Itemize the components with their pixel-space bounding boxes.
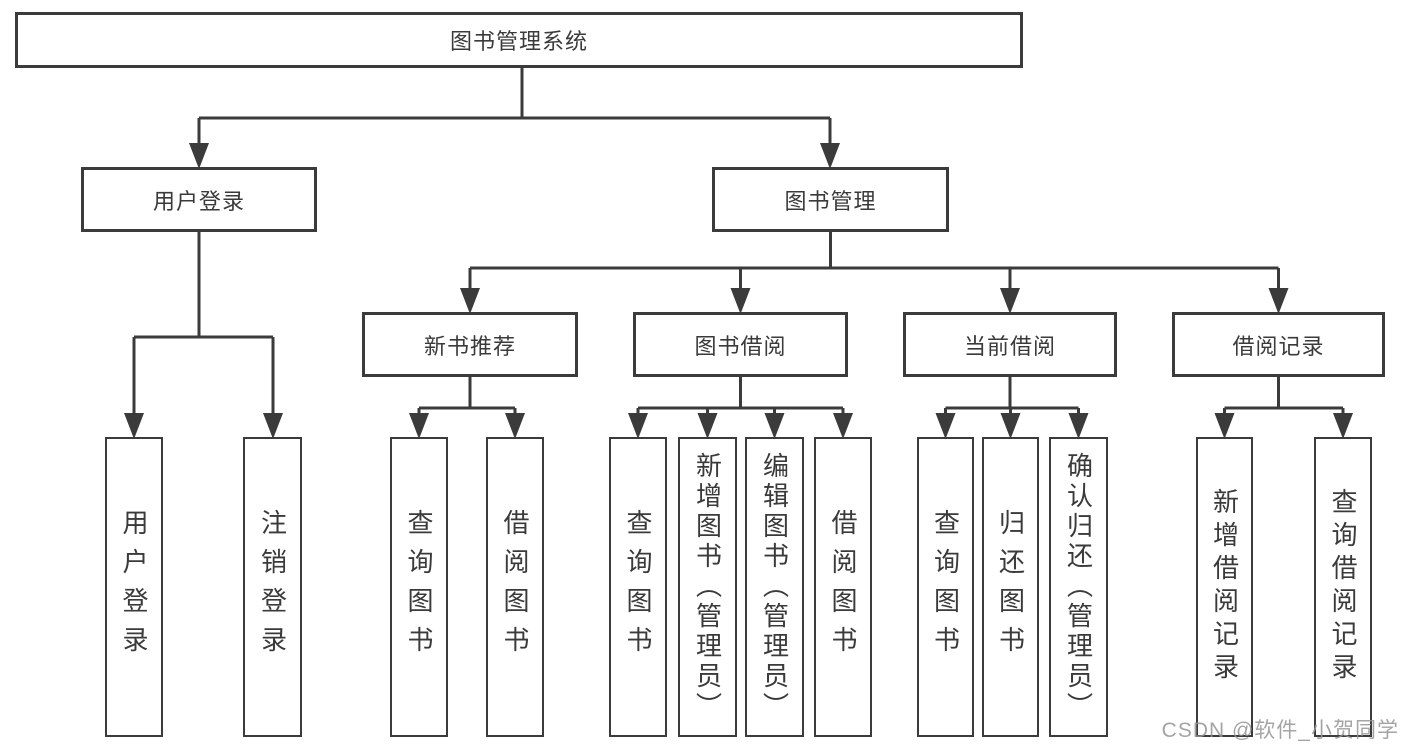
leaf-return-book: 归还图书	[982, 437, 1039, 737]
leaf-borrow-books-1: 借阅图书	[486, 437, 544, 737]
leaf-query-books-2: 查询图书	[609, 437, 667, 737]
leaf-borrow-books-2-label: 借阅图书	[828, 509, 858, 665]
node-book-borrow: 图书借阅	[633, 312, 848, 377]
node-root-label: 图书管理系统	[449, 29, 588, 54]
node-current-borrow: 当前借阅	[903, 312, 1117, 377]
node-book-management: 图书管理	[712, 167, 949, 232]
leaf-confirm-return-admin: 确认归还（管理员）	[1049, 437, 1108, 737]
leaf-logout-label: 注销登录	[257, 509, 288, 665]
leaf-confirm-return-admin-label: 确认归还（管理员）	[1063, 452, 1094, 722]
node-user-login: 用户登录	[81, 167, 317, 232]
leaf-edit-book-admin: 编辑图书（管理员）	[745, 437, 804, 737]
leaf-query-books-1: 查询图书	[390, 437, 448, 737]
leaf-edit-book-admin-label: 编辑图书（管理员）	[759, 452, 790, 722]
connector-arrowheads	[124, 143, 1353, 439]
leaf-user-login-label: 用户登录	[119, 509, 149, 665]
leaf-add-book-admin: 新增图书（管理员）	[678, 437, 737, 737]
connector-segments	[132, 67, 1345, 416]
leaf-borrow-books-2: 借阅图书	[814, 437, 872, 737]
leaf-query-books-3: 查询图书	[917, 437, 974, 737]
leaf-add-borrow-record: 新增借阅记录	[1196, 437, 1253, 737]
node-borrow-records-label: 借阅记录	[1232, 333, 1325, 359]
leaf-query-books-3-label: 查询图书	[930, 509, 961, 665]
leaf-return-book-label: 归还图书	[995, 509, 1026, 665]
leaf-borrow-books-1-label: 借阅图书	[500, 509, 530, 665]
node-root: 图书管理系统	[15, 12, 1023, 68]
leaf-query-books-2-label: 查询图书	[623, 509, 653, 665]
node-user-login-label: 用户登录	[152, 188, 245, 214]
watermark: CSDN @软件_小贺同学	[1161, 719, 1399, 742]
node-new-book-recommend-label: 新书推荐	[423, 333, 516, 359]
node-book-borrow-label: 图书借阅	[694, 333, 787, 359]
leaf-query-books-1-label: 查询图书	[404, 509, 434, 665]
leaf-logout: 注销登录	[243, 437, 302, 737]
leaf-query-borrow-record-label: 查询借阅记录	[1328, 488, 1358, 686]
node-current-borrow-label: 当前借阅	[963, 333, 1056, 359]
node-borrow-records: 借阅记录	[1172, 312, 1385, 377]
leaf-query-borrow-record: 查询借阅记录	[1314, 437, 1372, 737]
node-new-book-recommend: 新书推荐	[362, 312, 578, 377]
node-book-management-label: 图书管理	[784, 188, 877, 214]
leaf-add-book-admin-label: 新增图书（管理员）	[692, 452, 723, 722]
leaf-add-borrow-record-label: 新增借阅记录	[1209, 488, 1240, 686]
leaf-user-login: 用户登录	[105, 437, 163, 737]
